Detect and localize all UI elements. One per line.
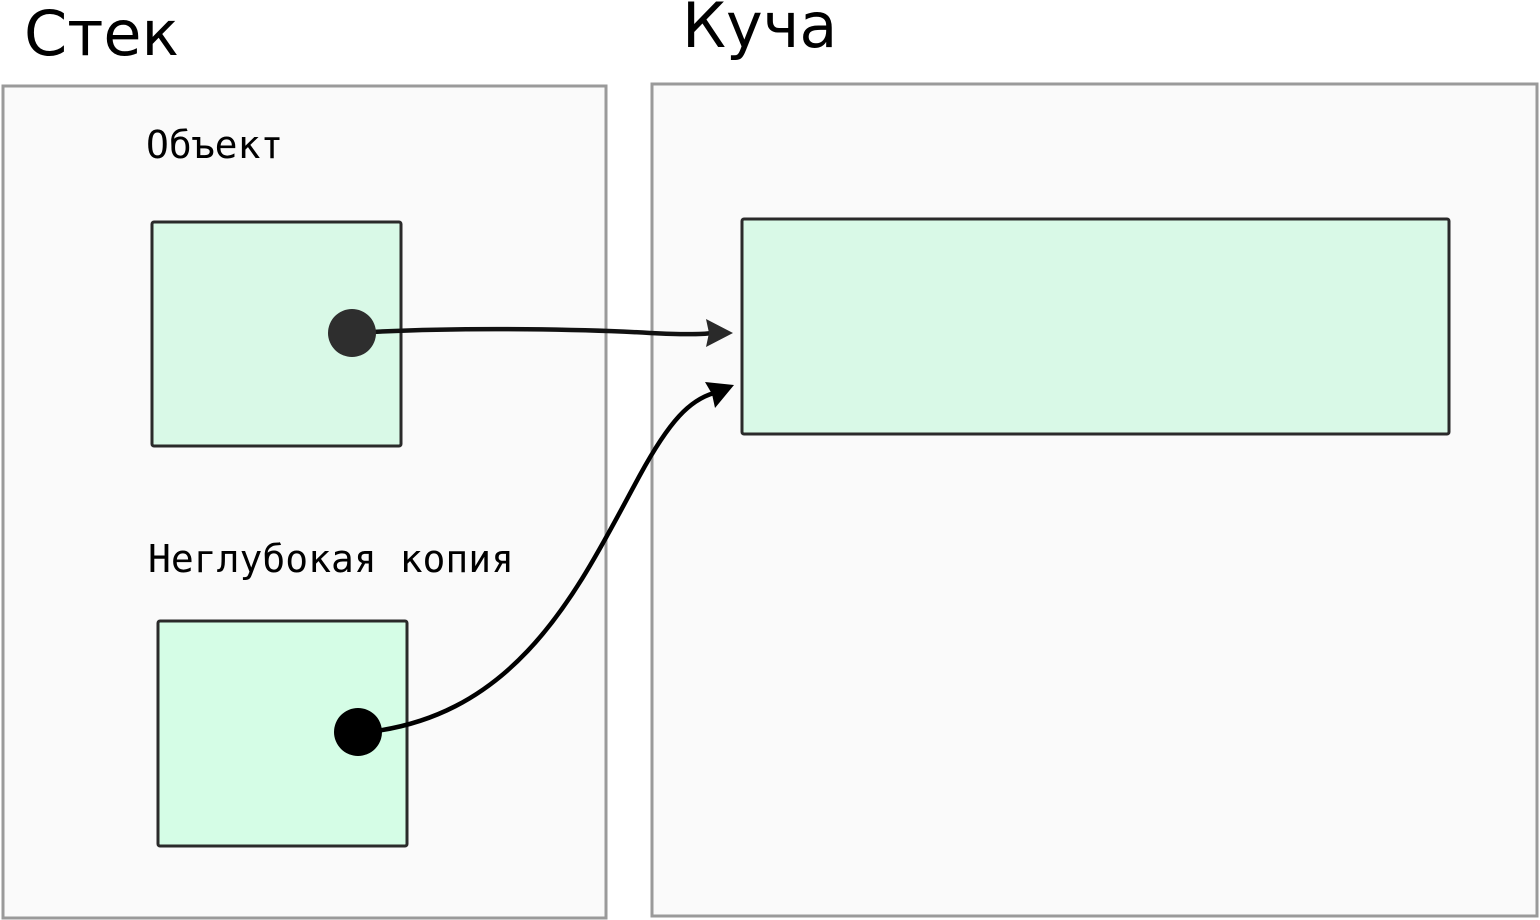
pointer-dot-original	[328, 309, 376, 357]
shallow-copy-cell	[156, 619, 409, 848]
arrowhead-copy	[705, 382, 734, 408]
pointer-original	[328, 309, 733, 357]
pointer-dot-copy	[334, 708, 382, 756]
pointer-arrow-copy	[357, 390, 715, 736]
pointer-copy	[334, 382, 734, 756]
heap-region: Куча	[650, 0, 1539, 918]
arrowhead-original	[706, 319, 733, 347]
object-label: Объект	[146, 123, 283, 167]
stack-object-original: Объект	[146, 123, 403, 448]
stack-title: Стек	[24, 0, 179, 70]
heap-title: Куча	[682, 0, 837, 62]
object-cell	[150, 220, 403, 448]
shallow-copy-label: Неглубокая копия	[148, 537, 514, 581]
heap-object-block	[740, 217, 1451, 436]
stack-object-shallow-copy: Неглубокая копия	[148, 537, 514, 848]
heap-region-box	[650, 82, 1539, 918]
pointer-arrow-original	[351, 326, 713, 337]
